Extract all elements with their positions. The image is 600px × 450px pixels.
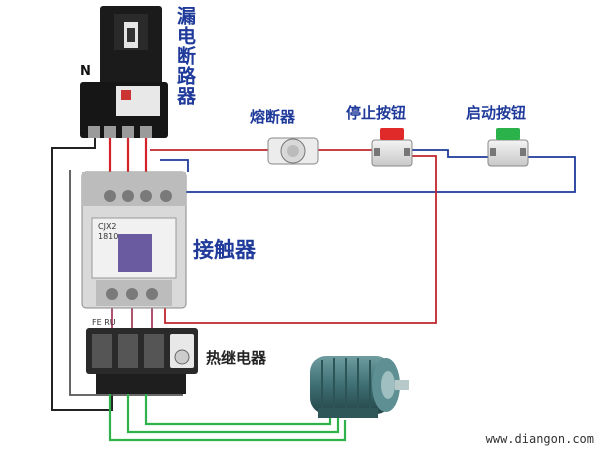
thermal-relay (86, 328, 198, 394)
contactor-label: 接触器 (193, 238, 256, 262)
fuse (267, 137, 319, 165)
relay-text: FE RU (92, 318, 116, 327)
motor-wires (108, 392, 347, 442)
contactor (81, 171, 187, 309)
contactor-to-relay-wires (111, 305, 153, 330)
control-wire-selfhold (164, 155, 437, 324)
watermark: www.diangon.com (485, 432, 594, 446)
thermal-relay-label: 热继电器 (206, 349, 267, 367)
leakage-circuit-breaker (80, 6, 168, 138)
fuse-label: 熔断器 (250, 108, 296, 126)
stop-button (371, 128, 413, 167)
neutral-label: N (80, 64, 91, 79)
electric-motor (310, 356, 409, 418)
control-wire-stop-start (412, 149, 488, 158)
start-button-label: 启动按钮 (466, 104, 527, 122)
start-button (487, 128, 529, 167)
stop-button-label: 停止按钮 (346, 104, 407, 122)
contactor-rating-text: 1810 (98, 232, 119, 241)
neutral-wire (51, 98, 113, 411)
breaker-label: 漏电断路器 (174, 6, 196, 106)
control-wire-coil-return (160, 159, 189, 172)
contactor-model-text: CJX2 (98, 222, 117, 231)
